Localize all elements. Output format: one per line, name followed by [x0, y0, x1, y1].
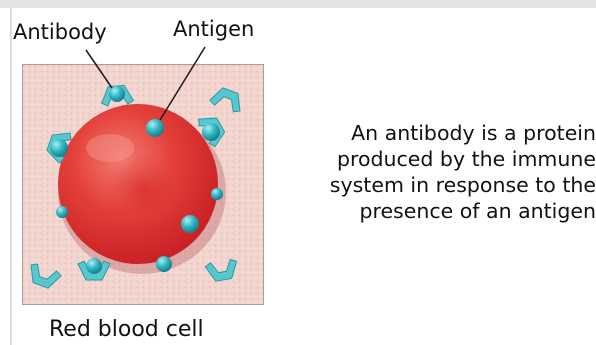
- description-line: presence of an antigen: [260, 198, 596, 224]
- antigen: [211, 188, 223, 200]
- antigen: [146, 119, 164, 137]
- antigen: [156, 256, 172, 272]
- red-blood-cell-illustration: [22, 64, 264, 305]
- description-line: produced by the immune: [260, 146, 596, 172]
- antibody-description: An antibody is a protein produced by the…: [260, 120, 596, 224]
- antigen: [181, 215, 199, 233]
- description-line: An antibody is a protein: [260, 120, 596, 146]
- top-divider: [0, 0, 596, 8]
- antibody-label: Antibody: [13, 20, 107, 44]
- antigen: [56, 206, 68, 218]
- antigen-label: Antigen: [173, 17, 254, 41]
- description-line: system in response to the: [260, 172, 596, 198]
- left-divider: [10, 8, 12, 345]
- illustration-caption: Red blood cell: [49, 318, 204, 342]
